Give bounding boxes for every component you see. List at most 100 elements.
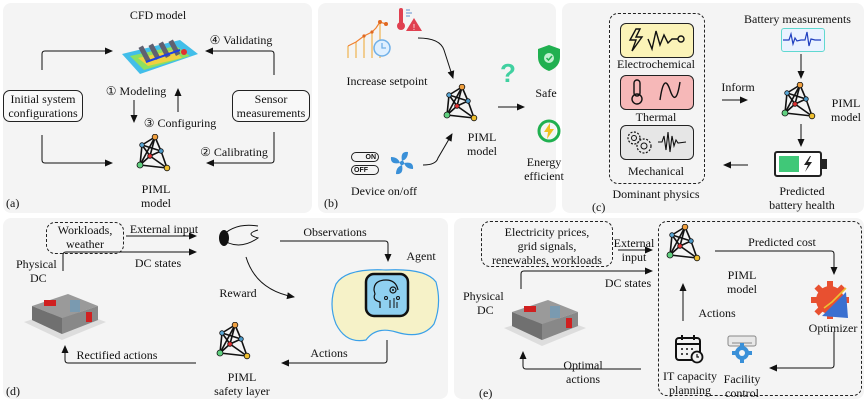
piml-e-line1: PIML <box>727 268 757 282</box>
it-line2: planning <box>669 383 711 397</box>
control-loop-box <box>658 221 862 396</box>
facility-line1: Facility <box>723 372 761 386</box>
energy-efficient-icon <box>537 119 561 143</box>
physical-d-line2: DC <box>30 271 47 285</box>
it-line1: IT capacity <box>662 369 718 383</box>
svg-text:!: ! <box>413 23 415 32</box>
piml-d-line1: PIML <box>227 370 257 384</box>
piml-b-line2: model <box>467 144 497 158</box>
external-factors-label: Electricity prices, grid signals, renewa… <box>484 225 610 267</box>
optimizer-label: Optimizer <box>808 321 858 335</box>
step-calibrating: ② Calibrating <box>200 145 268 159</box>
question-mark-icon: ? <box>500 58 516 88</box>
electrochemical-icon <box>628 28 685 52</box>
piml-c-line2: model <box>831 110 861 124</box>
setpoint-chart-icon <box>347 20 391 58</box>
calendar-icon <box>675 335 704 364</box>
physical-e-line2: DC <box>477 303 494 317</box>
workloads-line2: weather <box>66 237 104 251</box>
piml-a-line2: model <box>141 196 171 210</box>
piml-a-line1: PIML <box>141 182 171 196</box>
external-input-e-line1: External <box>613 236 655 250</box>
facility-line2: control <box>725 386 759 400</box>
on-text: ON <box>365 154 377 161</box>
dc-states-label-e: DC states <box>604 276 652 290</box>
step-configuring: ③ Configuring <box>143 116 217 130</box>
predicted-line2: battery health <box>769 198 835 212</box>
battery-signal-icon <box>783 31 821 47</box>
panel-e <box>454 218 864 399</box>
initial-line2: configurations <box>8 106 78 120</box>
physical-dc-icon-d <box>24 294 106 340</box>
fan-icon <box>390 151 414 175</box>
piml-network-icon-a <box>136 134 171 172</box>
piml-c-line1: PIML <box>831 96 861 110</box>
off-switch-icon: OFF <box>351 165 379 175</box>
panel-c-label: (c) <box>592 200 606 214</box>
physical-dc-icon-e <box>504 300 586 346</box>
battery-measurements-label: Battery measurements <box>744 12 851 26</box>
physical-d-line1: Physical <box>16 257 57 271</box>
thermal-label: Thermal <box>635 110 677 124</box>
piml-d-line2: safety layer <box>214 384 270 398</box>
actions-label-d: Actions <box>310 346 348 360</box>
panel-e-label: (e) <box>479 386 493 400</box>
initial-line1: Initial system <box>10 92 76 106</box>
thermometer-warning-icon: ! <box>397 8 422 32</box>
optimizer-icon <box>811 281 849 319</box>
sensor-line1: Sensor <box>254 92 288 106</box>
optimal-line2: actions <box>566 372 600 386</box>
panel-b-label: (b) <box>324 196 338 210</box>
cfd-model-title: CFD model <box>129 8 187 22</box>
facility-control-icon <box>727 335 757 363</box>
sensor-line2: measurements <box>236 106 306 120</box>
piml-network-icon-b <box>443 84 478 122</box>
external-factors-box <box>481 221 613 267</box>
observations-label: Observations <box>303 225 367 239</box>
external-e-line2: grid signals, <box>517 239 577 253</box>
energy-line2: efficient <box>524 169 564 183</box>
external-e-line3: renewables, workloads <box>492 253 602 267</box>
thermal-icon <box>631 79 681 105</box>
inform-label: Inform <box>721 80 755 94</box>
safe-shield-icon <box>538 45 560 71</box>
mechanical-icon <box>627 131 687 154</box>
piml-network-icon-e <box>666 224 701 262</box>
rectified-actions-label: Rectified actions <box>76 348 158 362</box>
external-e-line1: Electricity prices, <box>504 225 590 239</box>
device-onoff-label: Device on/off <box>350 184 418 198</box>
piml-e-line2: model <box>727 282 757 296</box>
agent-label: Agent <box>406 249 436 263</box>
predicted-cost-label: Predicted cost <box>748 235 816 249</box>
panel-a-label: (a) <box>6 196 20 210</box>
piml-network-icon-d <box>216 322 251 360</box>
increase-setpoint-label: Increase setpoint <box>346 74 428 88</box>
workloads-weather-label: Workloads,weather <box>46 223 124 251</box>
workloads-line1: Workloads, <box>57 223 113 237</box>
battery-health-icon <box>774 151 827 177</box>
electrochemical-label: Electrochemical <box>617 57 695 71</box>
ai-head-icon <box>364 272 410 318</box>
panel-d-label: (d) <box>6 384 20 398</box>
on-switch-icon: ON <box>351 152 379 162</box>
external-input-e-line2: input <box>621 250 647 264</box>
dc-states-label-d: DC states <box>134 256 182 270</box>
dominant-physics-label: Dominant physics <box>612 187 700 201</box>
physical-e-line1: Physical <box>463 289 504 303</box>
predicted-line1: Predicted <box>779 184 825 198</box>
cfd-model-icon <box>122 39 198 74</box>
actions-label-e: Actions <box>698 306 736 320</box>
off-text: OFF <box>354 167 368 174</box>
